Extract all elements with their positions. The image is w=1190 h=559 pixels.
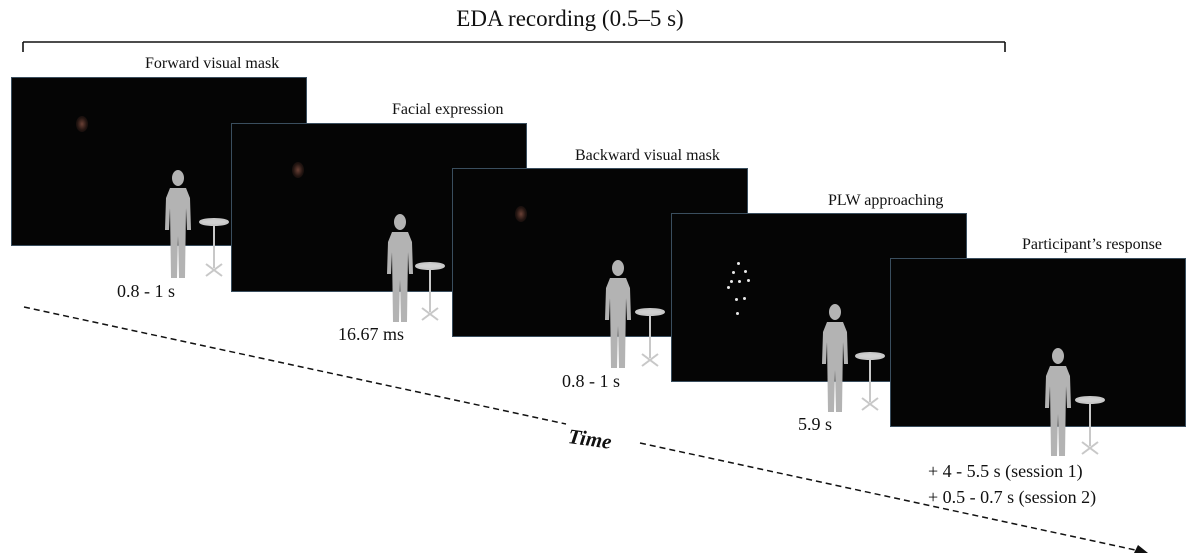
panel-label-forward-mask: Forward visual mask xyxy=(145,55,280,72)
panel-label-facial-expression: Facial expression xyxy=(392,101,504,118)
time-arrow xyxy=(23,306,1141,552)
eda-bracket xyxy=(22,41,1006,52)
standing-table-icon xyxy=(199,218,229,277)
face-stimulus-blob xyxy=(515,206,527,222)
person-silhouette-icon xyxy=(605,260,665,368)
panel-participant-response xyxy=(890,258,1186,427)
standing-table-icon xyxy=(855,352,885,411)
person-silhouette-icon xyxy=(165,170,229,278)
standing-table-icon xyxy=(635,308,665,367)
duration-facial-expression: 16.67 ms xyxy=(338,324,405,344)
eda-recording-title: EDA recording (0.5–5 s) xyxy=(456,6,684,31)
duration-plw-approaching: 5.9 s xyxy=(798,414,833,434)
standing-table-icon xyxy=(1075,396,1105,455)
person-silhouette-icon xyxy=(1045,348,1105,456)
person-silhouette-icon xyxy=(387,214,445,322)
panel-label-backward-mask: Backward visual mask xyxy=(575,147,720,164)
panel-label-participant-response: Participant’s response xyxy=(1022,236,1162,253)
standing-table-icon xyxy=(415,262,445,321)
arrow-head-icon xyxy=(1134,545,1148,553)
panel-label-plw-approaching: PLW approaching xyxy=(828,192,944,209)
duration-backward-mask: 0.8 - 1 s xyxy=(562,371,620,391)
face-stimulus-blob xyxy=(76,116,88,132)
duration-forward-mask: 0.8 - 1 s xyxy=(117,281,175,301)
person-silhouette-icon xyxy=(822,304,885,412)
duration-response-session-1: + 4 - 5.5 s (session 1) xyxy=(928,461,1083,481)
face-stimulus-blob xyxy=(292,162,304,178)
duration-response-session-2: + 0.5 - 0.7 s (session 2) xyxy=(928,487,1097,507)
